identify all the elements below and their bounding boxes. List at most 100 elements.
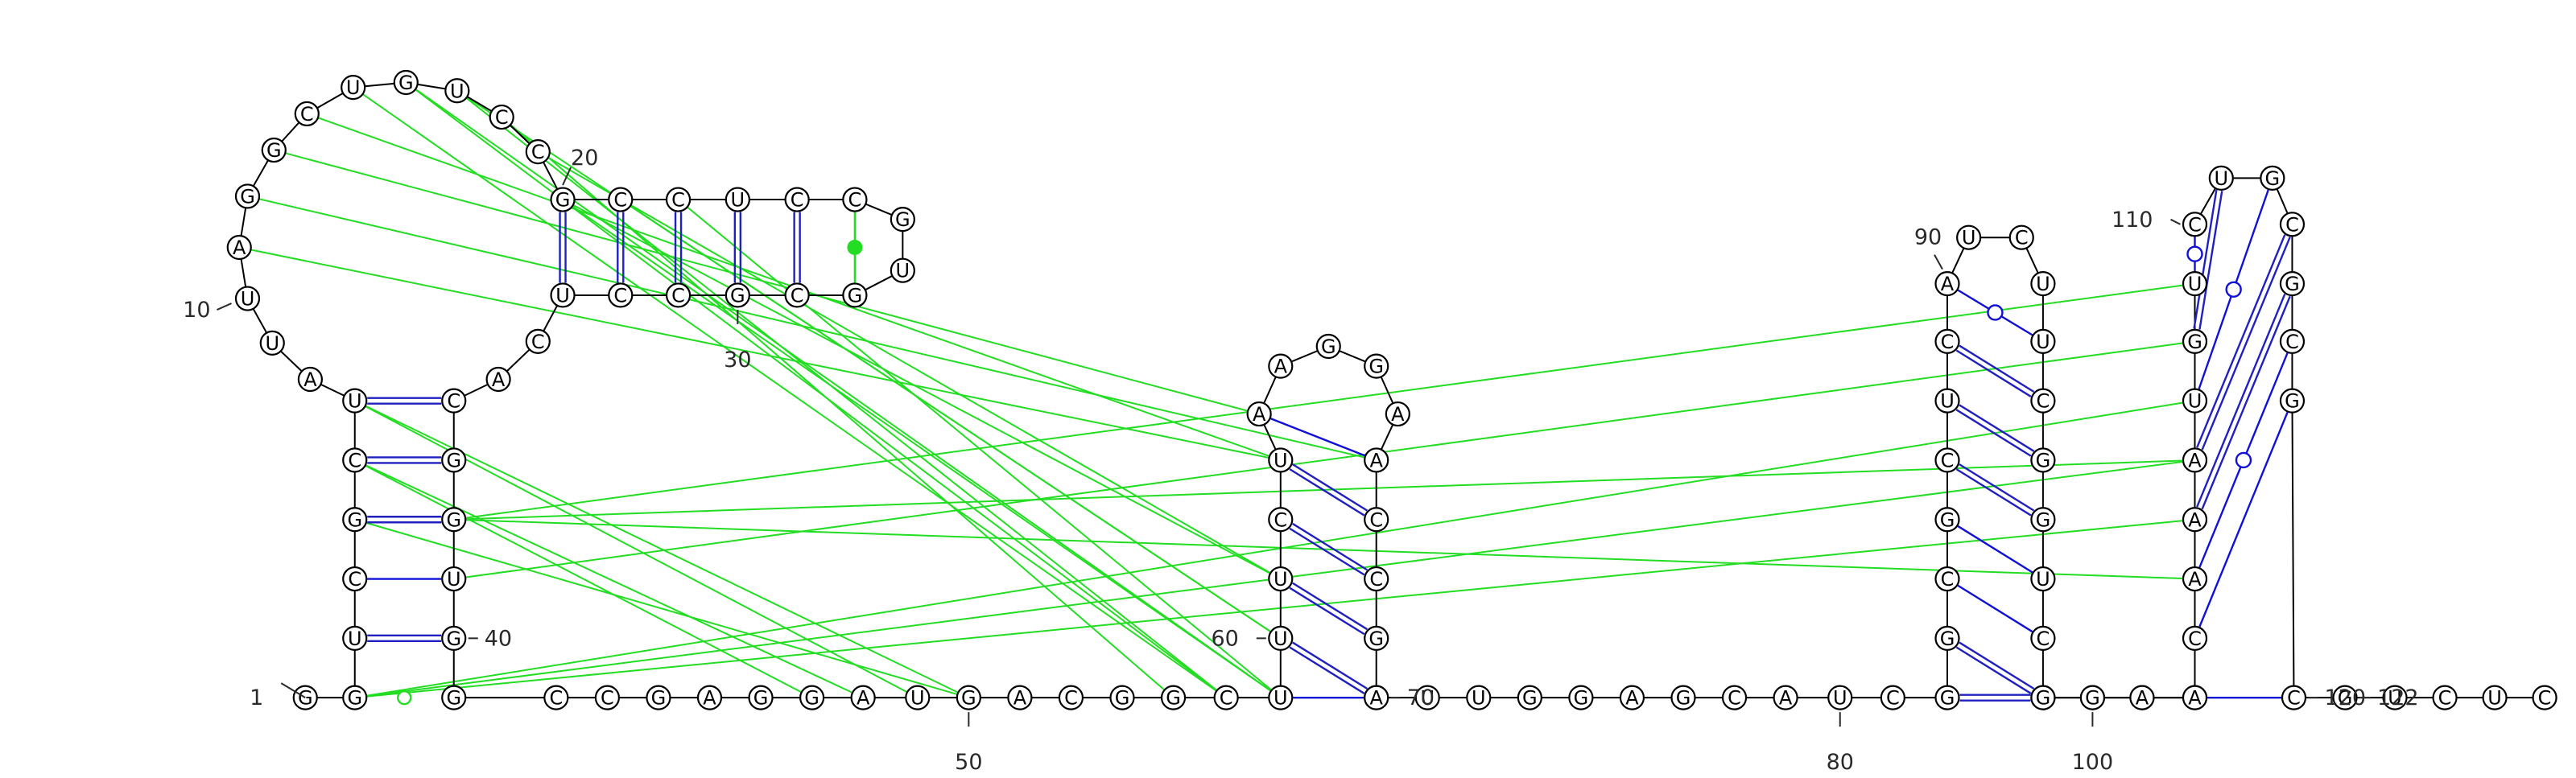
nucleotide-letter: G	[2265, 167, 2281, 190]
nucleotide-6: C	[342, 447, 368, 473]
base-pair-line	[1292, 522, 1368, 571]
nucleotide-letter: C	[671, 189, 685, 212]
position-label-60: 60	[1211, 626, 1238, 651]
nucleotide-letter: G	[1574, 687, 1589, 710]
nucleotide-circle	[2079, 685, 2105, 710]
nucleotide-circle	[1364, 685, 1389, 710]
nucleotide-15: U	[341, 75, 366, 101]
nucleotide-68: C	[1364, 566, 1389, 592]
nucleotide-109: A	[2182, 507, 2208, 533]
nucleotide-circle	[1934, 507, 1960, 533]
nucleotide-120: G	[2279, 388, 2306, 414]
nucleotide-18: C	[489, 104, 514, 130]
nucleotide-11: A	[226, 234, 252, 261]
base-pair-line	[2196, 294, 2286, 508]
nucleotide-letter: C	[300, 103, 314, 126]
nucleotide-circle	[850, 685, 876, 710]
position-label-120: 120	[2325, 685, 2367, 710]
nucleotide-letter: U	[1274, 628, 1288, 650]
nucleotide-letter: G	[2036, 508, 2051, 531]
nucleotide-letter: G	[298, 687, 313, 710]
nucleotide-letter: C	[613, 189, 627, 212]
nucleotide-circle	[297, 366, 323, 393]
nucleotide-letter: G	[555, 189, 571, 212]
nucleotide-59: C	[1268, 507, 1294, 533]
nucleotide-16: G	[393, 69, 419, 96]
nucleotide-74: G	[1517, 685, 1542, 710]
tertiary-interaction-line	[354, 459, 813, 699]
nucleotide-7: U	[342, 388, 368, 414]
nucleotide-letter: A	[2136, 687, 2149, 710]
nucleotide-circle	[342, 507, 368, 533]
nucleotide-letter: G	[1368, 356, 1384, 378]
nucleotide-circle	[2030, 566, 2056, 592]
nucleotide-circle	[525, 139, 551, 165]
base-pair-line	[2201, 237, 2291, 451]
nucleotide-letter: U	[346, 76, 361, 99]
nucleotide-letter: A	[2188, 449, 2202, 471]
nucleotide-65: A	[1385, 401, 1410, 427]
nucleotide-circle	[2182, 685, 2208, 710]
nucleotide-letter: G	[446, 687, 461, 710]
nucleotide-circle	[1956, 224, 1982, 250]
nucleotide-circle	[748, 685, 774, 710]
nucleotide-circle	[1246, 401, 1272, 427]
nucleotide-45: A	[696, 685, 723, 710]
nucleotide-letter: G	[961, 687, 976, 710]
nucleotide-circle	[1827, 685, 1853, 710]
nucleotide-letter: U	[2188, 390, 2202, 413]
nucleotide-64: G	[1364, 353, 1389, 379]
nucleotide-letter: C	[348, 449, 361, 471]
tertiary-pair-marker	[397, 689, 412, 706]
position-tick	[1934, 254, 1943, 270]
nucleotide-66: A	[1364, 447, 1389, 473]
nucleotide-50: G	[956, 685, 981, 710]
nucleotide-letter: A	[2188, 568, 2202, 591]
nucleotide-12: G	[234, 183, 261, 209]
nucleotide-25: C	[842, 187, 868, 212]
nucleotide-40: G	[441, 625, 467, 651]
nucleotide-circle	[890, 257, 915, 283]
position-tick	[562, 167, 572, 186]
nucleotide-62: A	[1268, 353, 1294, 379]
nucleotide-circle	[261, 137, 287, 163]
base-pair-line	[1959, 404, 2035, 452]
tertiary-interaction-line	[562, 199, 1282, 580]
nucleotide-circle	[2482, 685, 2508, 710]
nucleotide-letter: U	[731, 189, 745, 212]
nucleotide-circle	[1934, 685, 1960, 710]
nucleotide-105: A	[2129, 685, 2155, 710]
nucleotide-circle	[608, 282, 634, 308]
nucleotide-19: C	[525, 139, 551, 165]
nucleotide-33: U	[550, 282, 576, 308]
nucleotide-circle	[1007, 685, 1033, 710]
nucleotide-circle	[2382, 685, 2408, 710]
tertiary-interaction-line	[354, 459, 864, 699]
nucleotide-letter: C	[495, 106, 509, 129]
nucleotide-92: U	[2030, 271, 2056, 297]
base-pair-line	[1959, 463, 2035, 512]
nucleotide-letter: A	[1369, 687, 1383, 710]
nucleotide-circle	[441, 447, 467, 473]
nucleotide-circle	[842, 187, 868, 212]
nucleotide-circle	[1934, 271, 1960, 297]
nucleotide-circle	[2030, 507, 2056, 533]
nucleotide-letter: C	[1941, 331, 1955, 353]
nucleotide-circle	[342, 685, 368, 710]
nucleotide-letter: G	[1676, 687, 1691, 710]
nucleotide-letter: C	[848, 189, 862, 212]
nucleotide-circle	[2030, 447, 2056, 473]
nucleotide-letter: U	[241, 288, 255, 311]
nucleotide-circle	[1058, 685, 1084, 710]
base-pair-line	[1289, 587, 1365, 636]
nucleotide-circle	[2030, 271, 2056, 297]
nucleotide-63: G	[1315, 333, 1341, 360]
nucleotide-circle	[2279, 388, 2306, 414]
nucleotide-circle	[342, 566, 368, 592]
nucleotide-51: A	[1007, 685, 1033, 710]
nucleotide-letter: A	[1013, 687, 1027, 710]
nucleotide-53: G	[1109, 685, 1135, 710]
nucleotide-letter: A	[857, 687, 870, 710]
nucleotide-letter: U	[2388, 687, 2402, 710]
nucleotide-126: C	[2532, 685, 2557, 710]
